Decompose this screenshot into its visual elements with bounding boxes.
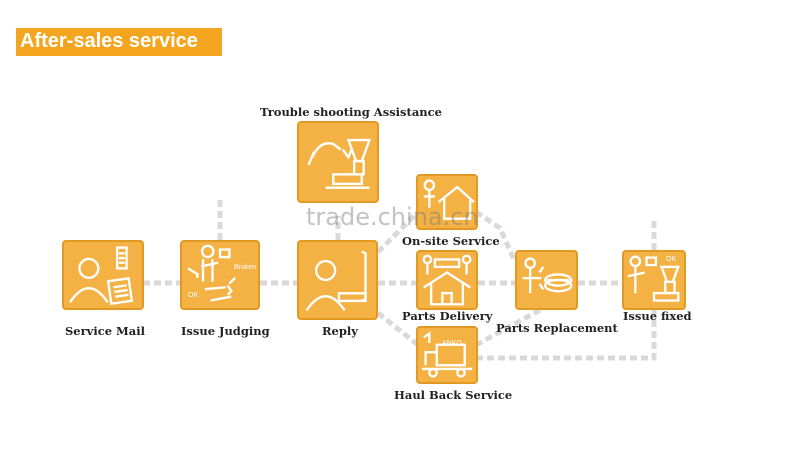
node-trouble-shooting xyxy=(297,121,379,203)
icon-text-broken: Broken xyxy=(234,264,257,271)
icon-text-truck-brand: ANKO xyxy=(442,340,462,347)
node-service-mail xyxy=(62,240,144,310)
label-parts-delivery: Parts Delivery xyxy=(402,309,493,323)
person-house-icon xyxy=(423,179,475,220)
robot-arm-funnel-icon xyxy=(307,138,372,189)
label-haul-back: Haul Back Service xyxy=(394,388,513,402)
label-trouble-shooting: Trouble shooting Assistance xyxy=(260,105,442,119)
person-broken-part-icon xyxy=(187,244,236,302)
connector-onsite-replacement xyxy=(474,209,518,264)
label-parts-replacement: Parts Replacement xyxy=(496,321,618,335)
connector-reply-onsite xyxy=(376,210,420,254)
label-issue-judging: Issue Judging xyxy=(181,324,270,338)
person-phone-icon xyxy=(305,250,367,312)
truck-icon xyxy=(421,331,473,378)
icon-text-ok-right: OK xyxy=(666,256,677,263)
hand-parts-icon xyxy=(522,257,573,294)
node-issue-fixed: OK xyxy=(622,250,686,310)
node-issue-judging: Broken OK xyxy=(180,240,260,310)
node-haul-back: ANKO xyxy=(416,326,478,384)
person-envelope-phone-icon xyxy=(69,246,134,306)
node-onsite-service xyxy=(416,174,478,230)
connector-haul-replacement xyxy=(474,307,542,348)
page-title: After-sales service xyxy=(20,30,198,52)
person-machine-ok-icon xyxy=(627,255,680,302)
watermark: trade.china.cn xyxy=(306,203,479,231)
title-bar: After-sales service xyxy=(16,28,222,56)
node-parts-delivery xyxy=(416,250,478,310)
node-reply xyxy=(297,240,378,320)
icon-text-ok-left: OK xyxy=(188,292,199,299)
house-people-icon xyxy=(422,254,472,306)
label-reply: Reply xyxy=(322,324,358,338)
label-issue-fixed: Issue fixed xyxy=(623,309,692,323)
label-onsite-service: On-site Service xyxy=(402,234,500,248)
label-service-mail: Service Mail xyxy=(65,324,145,338)
connector-haul-fixed xyxy=(476,310,657,361)
connector-reply-haul xyxy=(376,311,420,347)
node-parts-replacement xyxy=(515,250,578,310)
